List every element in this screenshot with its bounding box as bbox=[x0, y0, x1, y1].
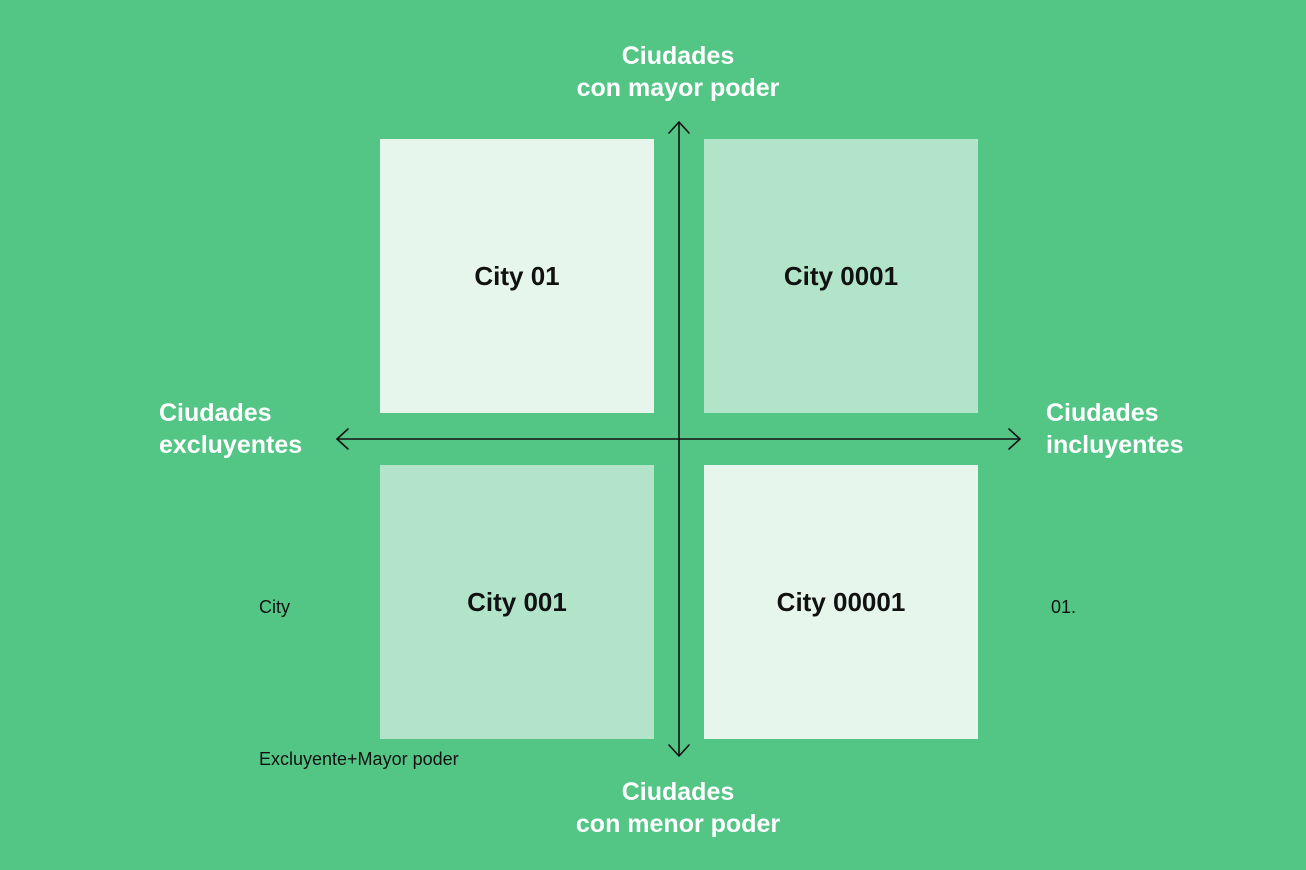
axis-label-bottom: Ciudades con menor poder bbox=[540, 776, 816, 840]
quadrant-bottom-right: City 00001 bbox=[704, 465, 978, 739]
axis-label-top: Ciudades con mayor poder bbox=[540, 40, 816, 104]
note-left: City bbox=[259, 597, 290, 617]
axis-label-left-line2: excluyentes bbox=[159, 431, 303, 459]
quadrant-bottom-left: City 001 bbox=[380, 465, 654, 739]
note-bottom: Excluyente+Mayor poder bbox=[259, 749, 459, 769]
axis-label-left: Ciudades excluyentes bbox=[159, 397, 302, 461]
axis-label-bottom-line2: con menor poder bbox=[575, 810, 781, 838]
arrow-left-icon bbox=[336, 428, 349, 450]
quadrant-top-left-label: City 01 bbox=[474, 260, 560, 291]
axis-label-right: Ciudades incluyentes bbox=[1046, 397, 1184, 461]
quadrant-bottom-right-label: City 00001 bbox=[776, 586, 906, 617]
quadrant-bottom-left-label: City 001 bbox=[467, 586, 567, 617]
quadrant-top-right-label: City 0001 bbox=[783, 260, 899, 291]
quadrant-top-left: City 01 bbox=[380, 139, 654, 413]
axis-label-right-line1: Ciudades bbox=[1046, 399, 1159, 427]
arrow-right-icon bbox=[1008, 428, 1021, 450]
axis-label-bottom-line1: Ciudades bbox=[621, 778, 735, 806]
arrow-up-icon bbox=[668, 121, 690, 134]
quadrant-top-right: City 0001 bbox=[704, 139, 978, 413]
axis-label-top-line2: con mayor poder bbox=[576, 74, 780, 102]
axis-label-left-line1: Ciudades bbox=[159, 399, 272, 427]
axis-label-right-line2: incluyentes bbox=[1046, 431, 1184, 459]
axis-label-top-line1: Ciudades bbox=[621, 42, 735, 70]
note-right: 01. bbox=[1051, 597, 1077, 617]
arrow-down-icon bbox=[668, 744, 690, 757]
